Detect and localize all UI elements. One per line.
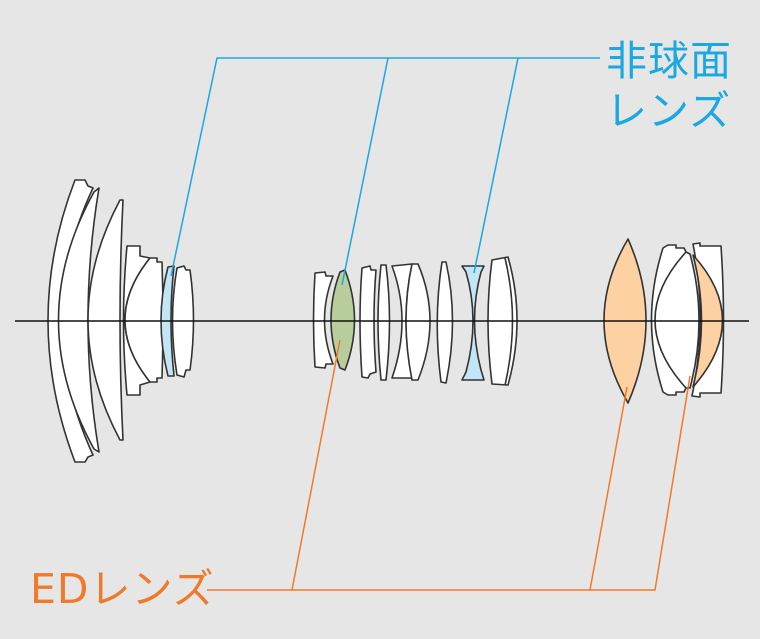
middle-lens-group (312, 256, 518, 386)
lens-element (57, 187, 100, 453)
lens-element (312, 271, 334, 369)
lens-element (359, 265, 377, 379)
ed-leader-lines (207, 339, 691, 591)
lens-element-green (330, 269, 356, 371)
lens-element (87, 199, 124, 441)
aspherical-label-line2: レンズ (606, 87, 732, 135)
aspherical-label-line1: 非球面 (606, 37, 732, 85)
front-lens-group (47, 179, 195, 463)
aspherical-lens-element (461, 265, 485, 381)
lens-element (377, 264, 391, 381)
ed-lens-label: EDレンズ (30, 565, 215, 613)
aspherical-lens-label: 非球面 レンズ (606, 38, 746, 134)
lens-element (124, 257, 164, 383)
aspherical-leader-lines (170, 57, 600, 286)
lens-element (405, 263, 431, 381)
lens-element (436, 261, 454, 384)
